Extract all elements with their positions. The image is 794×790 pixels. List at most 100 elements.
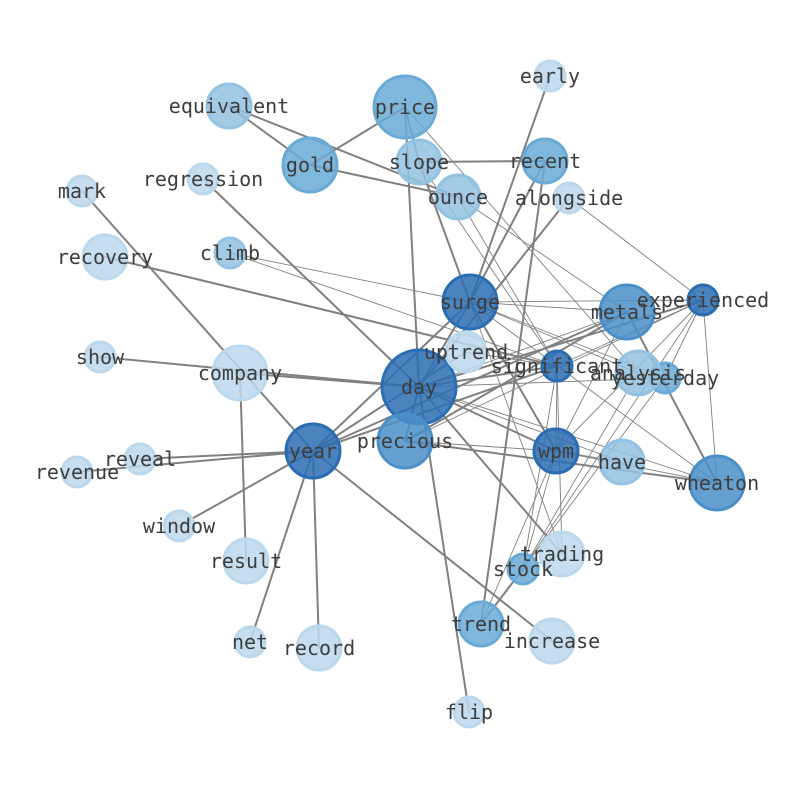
node-significant	[540, 349, 574, 383]
node-revenue	[60, 455, 94, 489]
node-label-alongside: alongside	[515, 186, 623, 210]
node-layer	[60, 59, 746, 729]
node-label-equivalent: equivalent	[169, 94, 289, 118]
node-alongside	[552, 181, 586, 215]
node-trend	[457, 600, 505, 648]
edge-climb-significant	[229, 252, 558, 367]
node-label-wheaton: wheaton	[675, 471, 759, 495]
edge-analysis-stock	[522, 372, 639, 570]
edge-year-increase	[312, 450, 553, 642]
node-label-wpm: wpm	[538, 439, 574, 463]
edge-recent-trend	[480, 160, 546, 625]
node-window	[162, 509, 196, 543]
edge-surge-wheaton	[469, 301, 718, 484]
node-flip	[452, 695, 486, 729]
node-equivalent	[205, 82, 253, 130]
node-precious	[376, 412, 434, 470]
node-early	[533, 59, 567, 93]
edge-metals-wheaton	[626, 311, 718, 484]
node-uptrend	[444, 330, 488, 374]
node-label-mark: mark	[58, 179, 106, 203]
edge-wpm-trend	[480, 450, 557, 625]
edge-regression-day	[202, 178, 420, 388]
node-label-revenue: revenue	[35, 460, 119, 484]
edge-surge-experienced	[469, 299, 704, 303]
edge-metals-year	[312, 311, 628, 452]
node-climb	[213, 236, 247, 270]
label-layer: day surge year wpm significant experiencedmet…	[35, 64, 769, 724]
node-have	[598, 438, 646, 486]
node-label-flip: flip	[445, 700, 493, 724]
node-label-day: day	[401, 375, 437, 399]
node-label-year: year	[289, 439, 337, 463]
node-label-regression: regression	[143, 167, 263, 191]
edge-year-reveal	[139, 450, 314, 460]
node-label-yesterday: yesterday	[611, 366, 719, 390]
node-label-recent: recent	[509, 149, 581, 173]
node-mark	[65, 174, 99, 208]
node-label-increase: increase	[504, 629, 600, 653]
node-label-net: net	[232, 630, 268, 654]
node-recent	[521, 137, 569, 185]
node-label-window: window	[143, 514, 216, 538]
node-label-early: early	[520, 64, 580, 88]
node-label-record: record	[283, 636, 355, 660]
edge-ounce-metals	[457, 196, 628, 313]
edge-alongside-experienced	[568, 197, 704, 301]
node-recovery	[81, 233, 129, 281]
node-surge	[441, 273, 499, 331]
edge-experienced-stock	[522, 299, 704, 570]
node-stock	[506, 552, 540, 586]
edge-year-net	[249, 450, 314, 643]
node-label-metals: metals	[591, 300, 663, 324]
node-wheaton	[688, 454, 746, 512]
node-label-recovery: recovery	[57, 245, 153, 269]
node-label-reveal: reveal	[104, 447, 176, 471]
node-ounce	[434, 173, 482, 221]
node-label-experienced: experienced	[637, 288, 769, 312]
node-label-ounce: ounce	[428, 185, 488, 209]
node-experienced	[686, 283, 720, 317]
node-label-show: show	[76, 345, 125, 369]
node-show	[83, 340, 117, 374]
node-label-company: company	[198, 361, 282, 385]
edge-experienced-wheaton	[702, 299, 718, 484]
node-label-surge: surge	[440, 290, 500, 314]
node-result	[222, 537, 270, 585]
edge-climb-surge	[229, 252, 471, 303]
node-label-significant: significant	[491, 354, 623, 378]
node-year	[284, 422, 342, 480]
node-analysis	[614, 349, 662, 397]
node-record	[295, 624, 343, 672]
node-gold	[281, 136, 339, 194]
node-label-result: result	[210, 549, 282, 573]
node-price	[372, 74, 438, 140]
node-increase	[528, 617, 576, 665]
edge-metals-precious	[404, 311, 628, 442]
node-label-have: have	[598, 450, 646, 474]
edge-early-surge	[469, 75, 551, 303]
node-label-gold: gold	[286, 153, 334, 177]
edge-surge-analysis	[469, 301, 639, 374]
node-label-analysis: analysis	[590, 361, 686, 385]
node-wpm	[532, 427, 580, 475]
node-net	[233, 625, 267, 659]
node-label-trading: trading	[520, 542, 604, 566]
node-regression	[186, 162, 220, 196]
edge-company-result	[239, 372, 247, 562]
node-label-trend: trend	[451, 612, 511, 636]
node-trading	[538, 530, 586, 578]
node-label-stock: stock	[493, 557, 553, 581]
node-reveal	[123, 442, 157, 476]
node-metals	[598, 283, 656, 341]
edge-mark-year	[81, 190, 314, 452]
edge-year-record	[312, 450, 320, 649]
node-label-precious: precious	[357, 429, 453, 453]
edge-year-revenue	[76, 450, 314, 473]
node-company	[211, 344, 269, 402]
node-label-climb: climb	[200, 241, 260, 265]
edge-ounce-significant	[457, 196, 558, 367]
node-slope	[395, 138, 443, 186]
node-label-price: price	[375, 95, 435, 119]
